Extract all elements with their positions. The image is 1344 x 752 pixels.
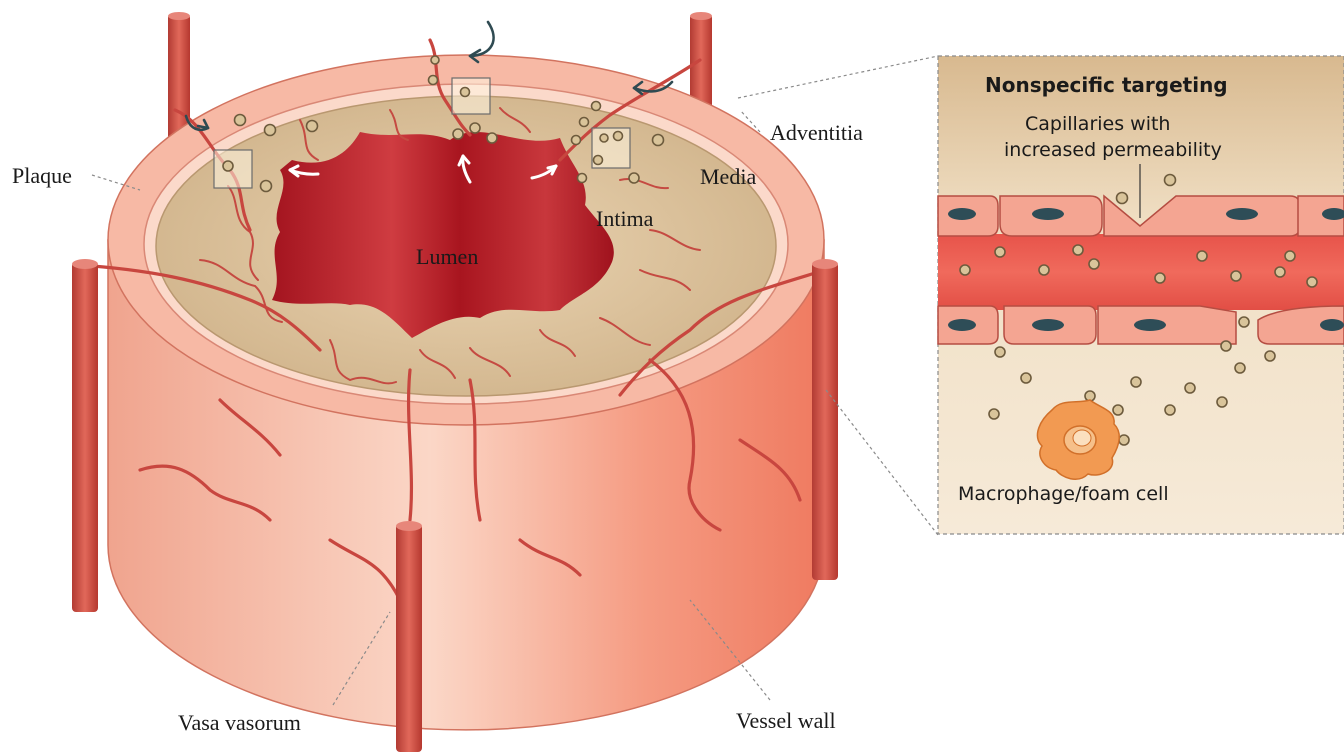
label-vessel-wall: Vessel wall xyxy=(736,708,836,733)
label-lumen: Lumen xyxy=(416,244,478,269)
label-plaque: Plaque xyxy=(12,163,72,188)
macrophage-foam-cell xyxy=(1037,400,1119,479)
label-media: Media xyxy=(700,164,756,189)
inset-title: Nonspecific targeting xyxy=(985,73,1228,97)
label-adventitia: Adventitia xyxy=(770,120,863,145)
inset-capillary-label-1: Capillaries with xyxy=(1025,113,1170,135)
inset-macrophage-label: Macrophage/foam cell xyxy=(958,483,1169,505)
inset-capillary-label-2: increased permeability xyxy=(1004,139,1222,161)
label-intima: Intima xyxy=(596,206,654,231)
label-vasa-vasorum: Vasa vasorum xyxy=(178,710,301,735)
inset-nonspecific-targeting: Nonspecific targeting Capillaries with i… xyxy=(938,56,1344,534)
